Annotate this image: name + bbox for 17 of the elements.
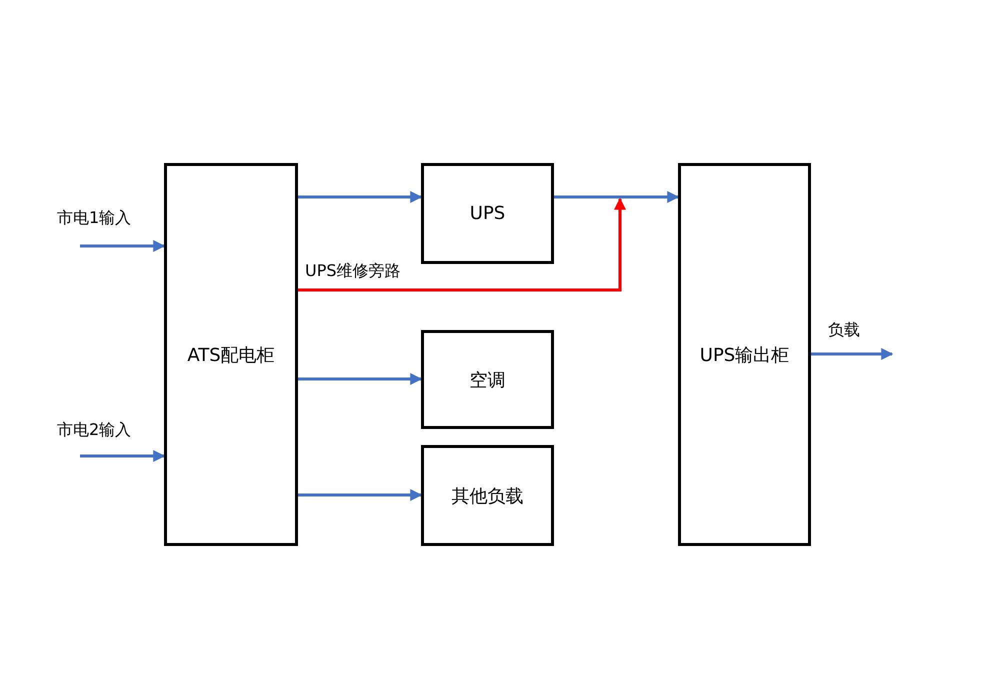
arrow	[811, 348, 894, 360]
cabinet-box: ATS配电柜	[164, 163, 298, 546]
edge-label: 负载	[828, 320, 860, 340]
arrow	[298, 191, 422, 203]
cabinet-box: UPS	[421, 163, 554, 264]
edge-label: 市电2输入	[57, 420, 132, 440]
arrow	[80, 450, 166, 462]
cabinet-box: 其他负载	[421, 445, 554, 546]
arrow	[298, 489, 422, 501]
cabinet-box: 空调	[421, 330, 554, 429]
edge-label: UPS维修旁路	[305, 261, 401, 280]
edge-label: 市电1输入	[57, 208, 132, 228]
arrow	[80, 240, 166, 252]
cabinet-box: UPS输出柜	[678, 163, 811, 546]
arrow	[554, 191, 680, 203]
arrow	[298, 373, 422, 385]
arrow	[298, 198, 626, 292]
